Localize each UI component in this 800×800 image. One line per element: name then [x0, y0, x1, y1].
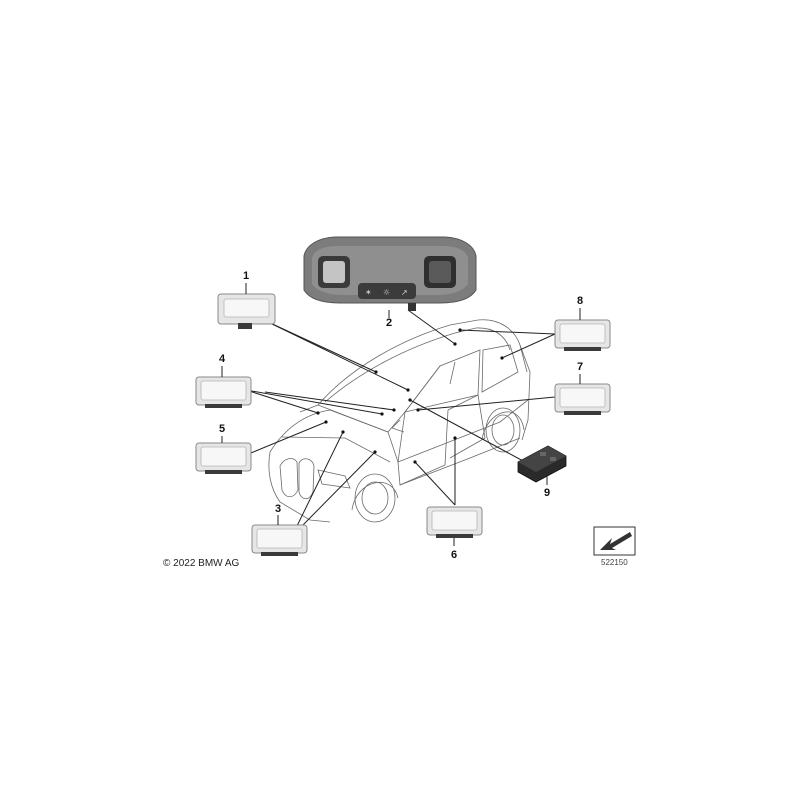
- part-number-9: 9: [544, 487, 550, 499]
- attachment-points: [316, 328, 504, 464]
- part-number-8: 8: [577, 295, 583, 307]
- reference-number: 522150: [601, 558, 628, 567]
- lamp-part-6[interactable]: [426, 506, 483, 538]
- number-ticks: [221, 283, 581, 546]
- svg-text:↗: ↗: [401, 288, 408, 297]
- part-number-4: 4: [219, 353, 226, 365]
- part-number-5: 5: [219, 423, 225, 435]
- lamp-part-1[interactable]: [217, 293, 276, 329]
- leader-lines: [245, 309, 556, 529]
- roof-console[interactable]: ✶ ☼ ↗: [303, 236, 477, 311]
- part-number-3: 3: [275, 503, 281, 515]
- copyright-text: © 2022 BMW AG: [163, 558, 240, 569]
- lamp-part-8[interactable]: [554, 319, 611, 351]
- part-number-labels: 1 2 3 4 5 6 7 8 9: [219, 270, 583, 561]
- part-number-1: 1: [243, 270, 249, 282]
- part-number-2: 2: [386, 317, 392, 329]
- lamp-part-3[interactable]: [251, 524, 308, 556]
- lamp-part-5[interactable]: [195, 442, 252, 474]
- part-number-6: 6: [451, 549, 457, 561]
- part-number-7: 7: [577, 361, 583, 373]
- console-button-icons: ✶ ☼ ↗: [365, 288, 408, 297]
- svg-text:☼: ☼: [383, 288, 390, 297]
- control-unit-part-9[interactable]: [517, 445, 567, 483]
- view-direction-icon: [593, 526, 636, 556]
- lamp-part-4[interactable]: [195, 376, 252, 408]
- svg-text:✶: ✶: [365, 288, 372, 297]
- car-outline: [268, 319, 531, 523]
- lamp-part-7[interactable]: [554, 383, 611, 415]
